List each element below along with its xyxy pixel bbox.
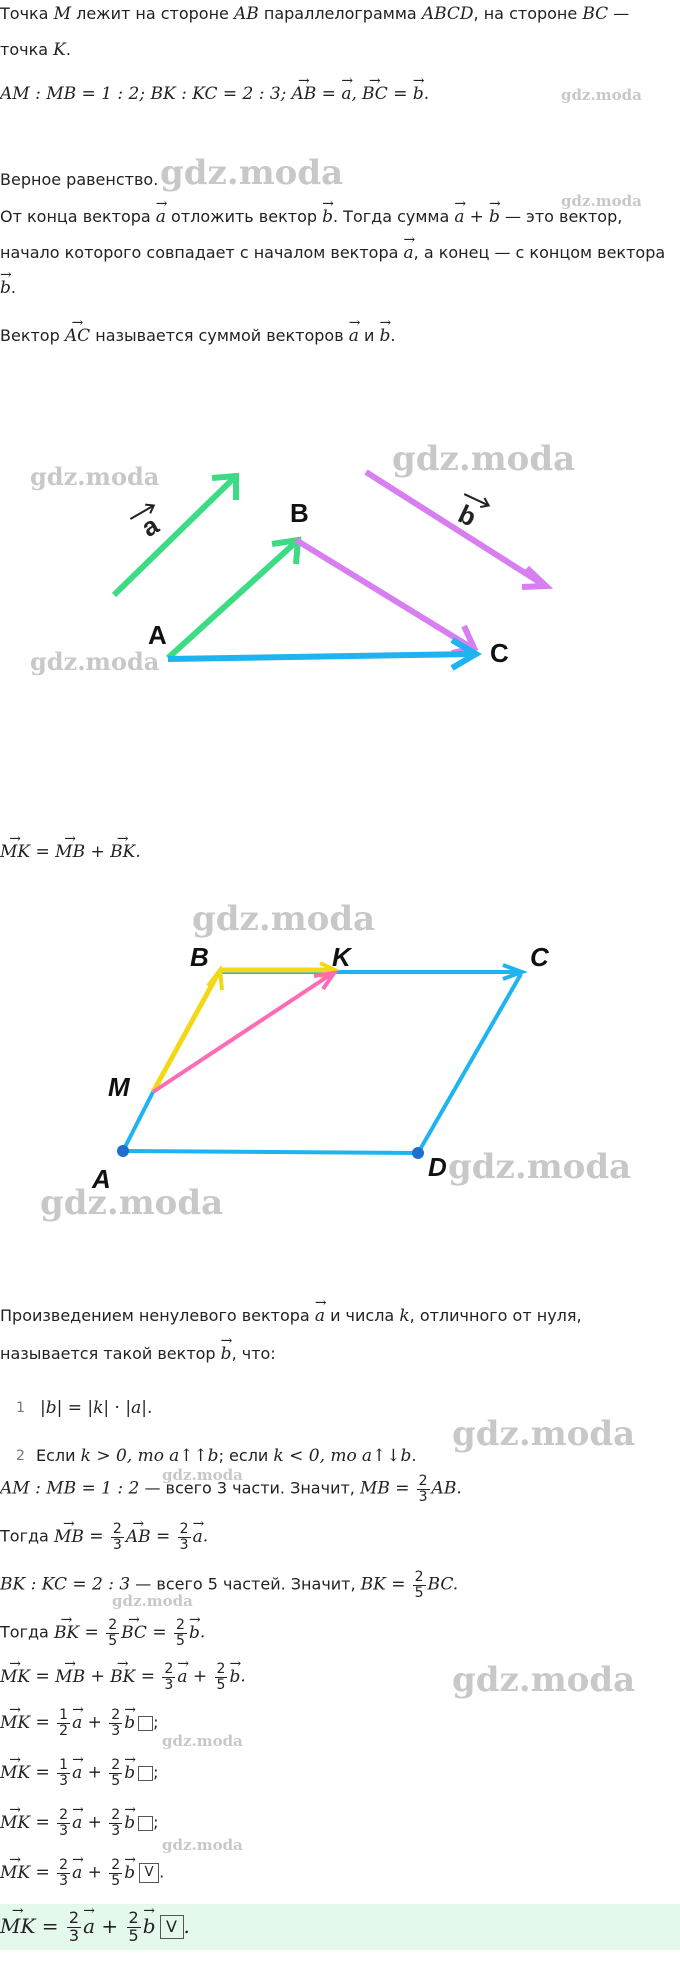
solution-step-1: AM : MB = 1 : 2 — всего 3 части. Значит,… — [0, 1473, 462, 1505]
watermark: gdz.moda — [448, 1147, 631, 1187]
option-checkbox[interactable] — [138, 1765, 154, 1781]
parallelogram-sides — [121, 963, 528, 1155]
svg-text:b: b — [454, 498, 481, 532]
correct-equality-label: Верное равенство. — [0, 170, 159, 189]
vector-BC-arrow — [294, 537, 479, 656]
point-B-label: B — [190, 942, 209, 972]
rule-line-1: От конца вектора a отложить вектор b. То… — [0, 196, 622, 227]
watermark: gdz.moda — [30, 462, 159, 491]
problem-line-1: Точка M лежит на стороне AB параллелогра… — [0, 4, 630, 24]
option-checkbox[interactable] — [138, 1815, 154, 1831]
problem-line-2: точка K. — [0, 40, 71, 60]
option-1[interactable]: MK = 12a + 23b; — [0, 1701, 159, 1738]
point-A — [117, 1145, 129, 1157]
watermark: gdz.moda — [162, 1732, 243, 1750]
point-C-label: C — [490, 638, 509, 668]
point-C-label: C — [530, 942, 550, 972]
watermark: gdz.moda — [112, 1592, 193, 1610]
final-answer: MK = 23a + 25bV. — [0, 1903, 190, 1945]
vector-MB-arrow — [150, 964, 224, 1094]
watermark: gdz.moda — [561, 192, 642, 210]
product-def-line-2: называется такой вектор b, что: — [0, 1333, 276, 1364]
vector-a-label: a — [129, 503, 164, 543]
watermark: gdz.moda — [162, 1836, 243, 1854]
watermark: gdz.moda — [192, 899, 375, 939]
vector-b-arrow — [364, 469, 554, 590]
product-item-2: 2 Если k > 0, то a↑↑b; если k < 0, то a↑… — [16, 1446, 417, 1466]
option-checkbox-checked[interactable]: V — [139, 1863, 160, 1884]
point-D-label: D — [428, 1152, 447, 1182]
sum-definition: Вектор AC называется суммой векторов a и… — [0, 315, 395, 346]
watermark: gdz.moda — [40, 1183, 223, 1223]
watermark: gdz.moda — [561, 86, 642, 104]
answer-highlight — [0, 1904, 680, 1950]
watermark: gdz.moda — [452, 1660, 636, 1700]
rule-line-3: b. — [0, 267, 16, 298]
vector-AB-arrow — [165, 536, 302, 661]
option-4[interactable]: MK = 23a + 25bV. — [0, 1851, 164, 1888]
watermark: gdz.moda — [160, 153, 344, 193]
vector-AC-arrow — [167, 637, 482, 671]
vector-sum-diagram: gdz.moda gdz.moda gdz.moda a b A B C — [30, 439, 575, 676]
point-B-label: B — [290, 498, 309, 528]
product-def-line-1: Произведением ненулевого вектора a и чис… — [0, 1295, 582, 1326]
point-K-label: K — [332, 942, 353, 972]
product-item-1: 1 |b| = |k| · |a|. — [16, 1398, 153, 1418]
mk-formula: MK = MB + BK. — [0, 831, 141, 862]
option-2[interactable]: MK = 13a + 25b; — [0, 1751, 159, 1788]
point-A-label: A — [91, 1164, 111, 1194]
watermark: gdz.moda — [392, 439, 575, 479]
point-D — [412, 1147, 424, 1159]
problem-condition: AM : MB = 1 : 2; BK : KC = 2 : 3; AB = a… — [0, 73, 429, 104]
vector-a-arrow — [111, 472, 239, 598]
watermark: gdz.moda — [162, 1466, 243, 1484]
answer-checkbox-checked: V — [159, 1915, 184, 1940]
solution-step-3: BK : KC = 2 : 3 — всего 5 частей. Значит… — [0, 1569, 459, 1601]
option-checkbox[interactable] — [138, 1715, 154, 1731]
watermark: gdz.moda — [452, 1414, 636, 1454]
point-A-label: A — [148, 620, 167, 650]
vector-MK-arrow — [151, 970, 339, 1094]
point-M-label: M — [108, 1072, 131, 1102]
watermark: gdz.moda — [30, 647, 159, 676]
parallelogram-diagram: gdz.moda gdz.moda gdz.moda A B C D K M — [40, 899, 631, 1223]
option-3[interactable]: MK = 23a + 23b; — [0, 1801, 159, 1838]
rule-line-2: начало которого совпадает с началом вект… — [0, 232, 665, 263]
solution-step-5: MK = MB + BK = 23a + 25b. — [0, 1655, 246, 1692]
